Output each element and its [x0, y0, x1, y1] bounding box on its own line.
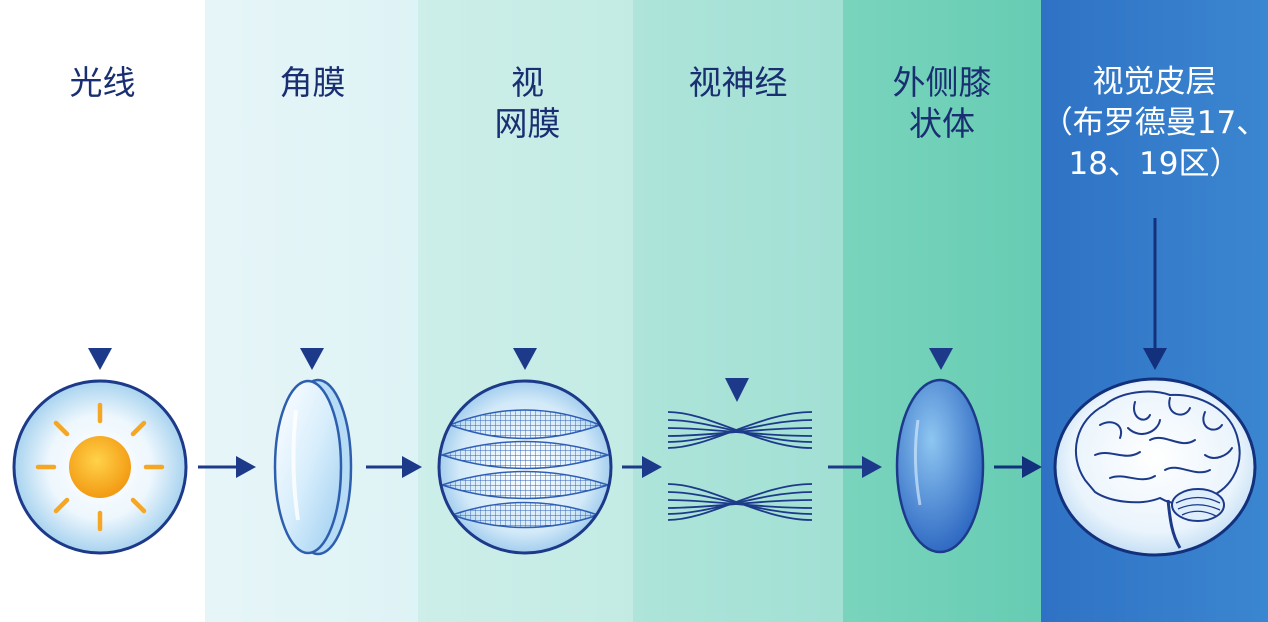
down-arrow-light-head	[88, 348, 112, 370]
cornea-lens-icon	[273, 378, 353, 556]
label-optic-nerve-line-1: 视神经	[688, 63, 788, 102]
brain-icon	[1053, 377, 1257, 557]
label-optic-nerve: 视神经	[633, 62, 843, 103]
flow-arrow-2-head	[402, 456, 422, 478]
label-cornea: 角膜	[210, 62, 415, 103]
label-light: 光线	[0, 62, 205, 103]
retina-icon	[437, 379, 613, 555]
lateral-geniculate-icon	[895, 378, 985, 554]
cerebellum	[1171, 488, 1225, 522]
down-arrow-cornea-head	[300, 348, 324, 370]
label-lgn-line-1: 外侧膝	[892, 63, 992, 102]
label-visual-cortex-line-3: 18、19区）	[1068, 146, 1241, 182]
label-retina-line-1: 视	[511, 63, 544, 102]
label-retina: 视 网膜	[425, 62, 630, 144]
flow-arrow-1-head	[236, 456, 256, 478]
down-arrow-retina-head	[513, 348, 537, 370]
flow-arrow-5-head	[1022, 456, 1042, 478]
label-lgn: 外侧膝 状体	[843, 62, 1041, 144]
down-arrow-cortex-head	[1143, 348, 1167, 370]
incoming-arrows	[88, 198, 1167, 402]
sun-icon	[12, 379, 188, 555]
label-retina-line-2: 网膜	[494, 104, 561, 143]
label-visual-cortex-line-1: 视觉皮层	[1092, 64, 1217, 100]
brainstem	[1166, 499, 1182, 549]
label-visual-cortex-line-2: （布罗德曼17、	[1041, 105, 1268, 141]
label-lgn-line-2: 状体	[909, 104, 975, 143]
label-light-line-1: 光线	[69, 63, 136, 102]
down-arrow-lgn-head	[929, 348, 953, 370]
down-arrow-optic-nerve-head	[725, 378, 749, 402]
flow-arrows	[198, 456, 1042, 478]
flow-arrow-4-head	[862, 456, 882, 478]
flow-arrow-3-head	[642, 456, 662, 478]
optic-nerve-fibers	[667, 411, 813, 521]
label-visual-cortex: 视觉皮层 （布罗德曼17、 18、19区）	[1041, 62, 1268, 185]
label-cornea-line-1: 角膜	[279, 63, 346, 102]
